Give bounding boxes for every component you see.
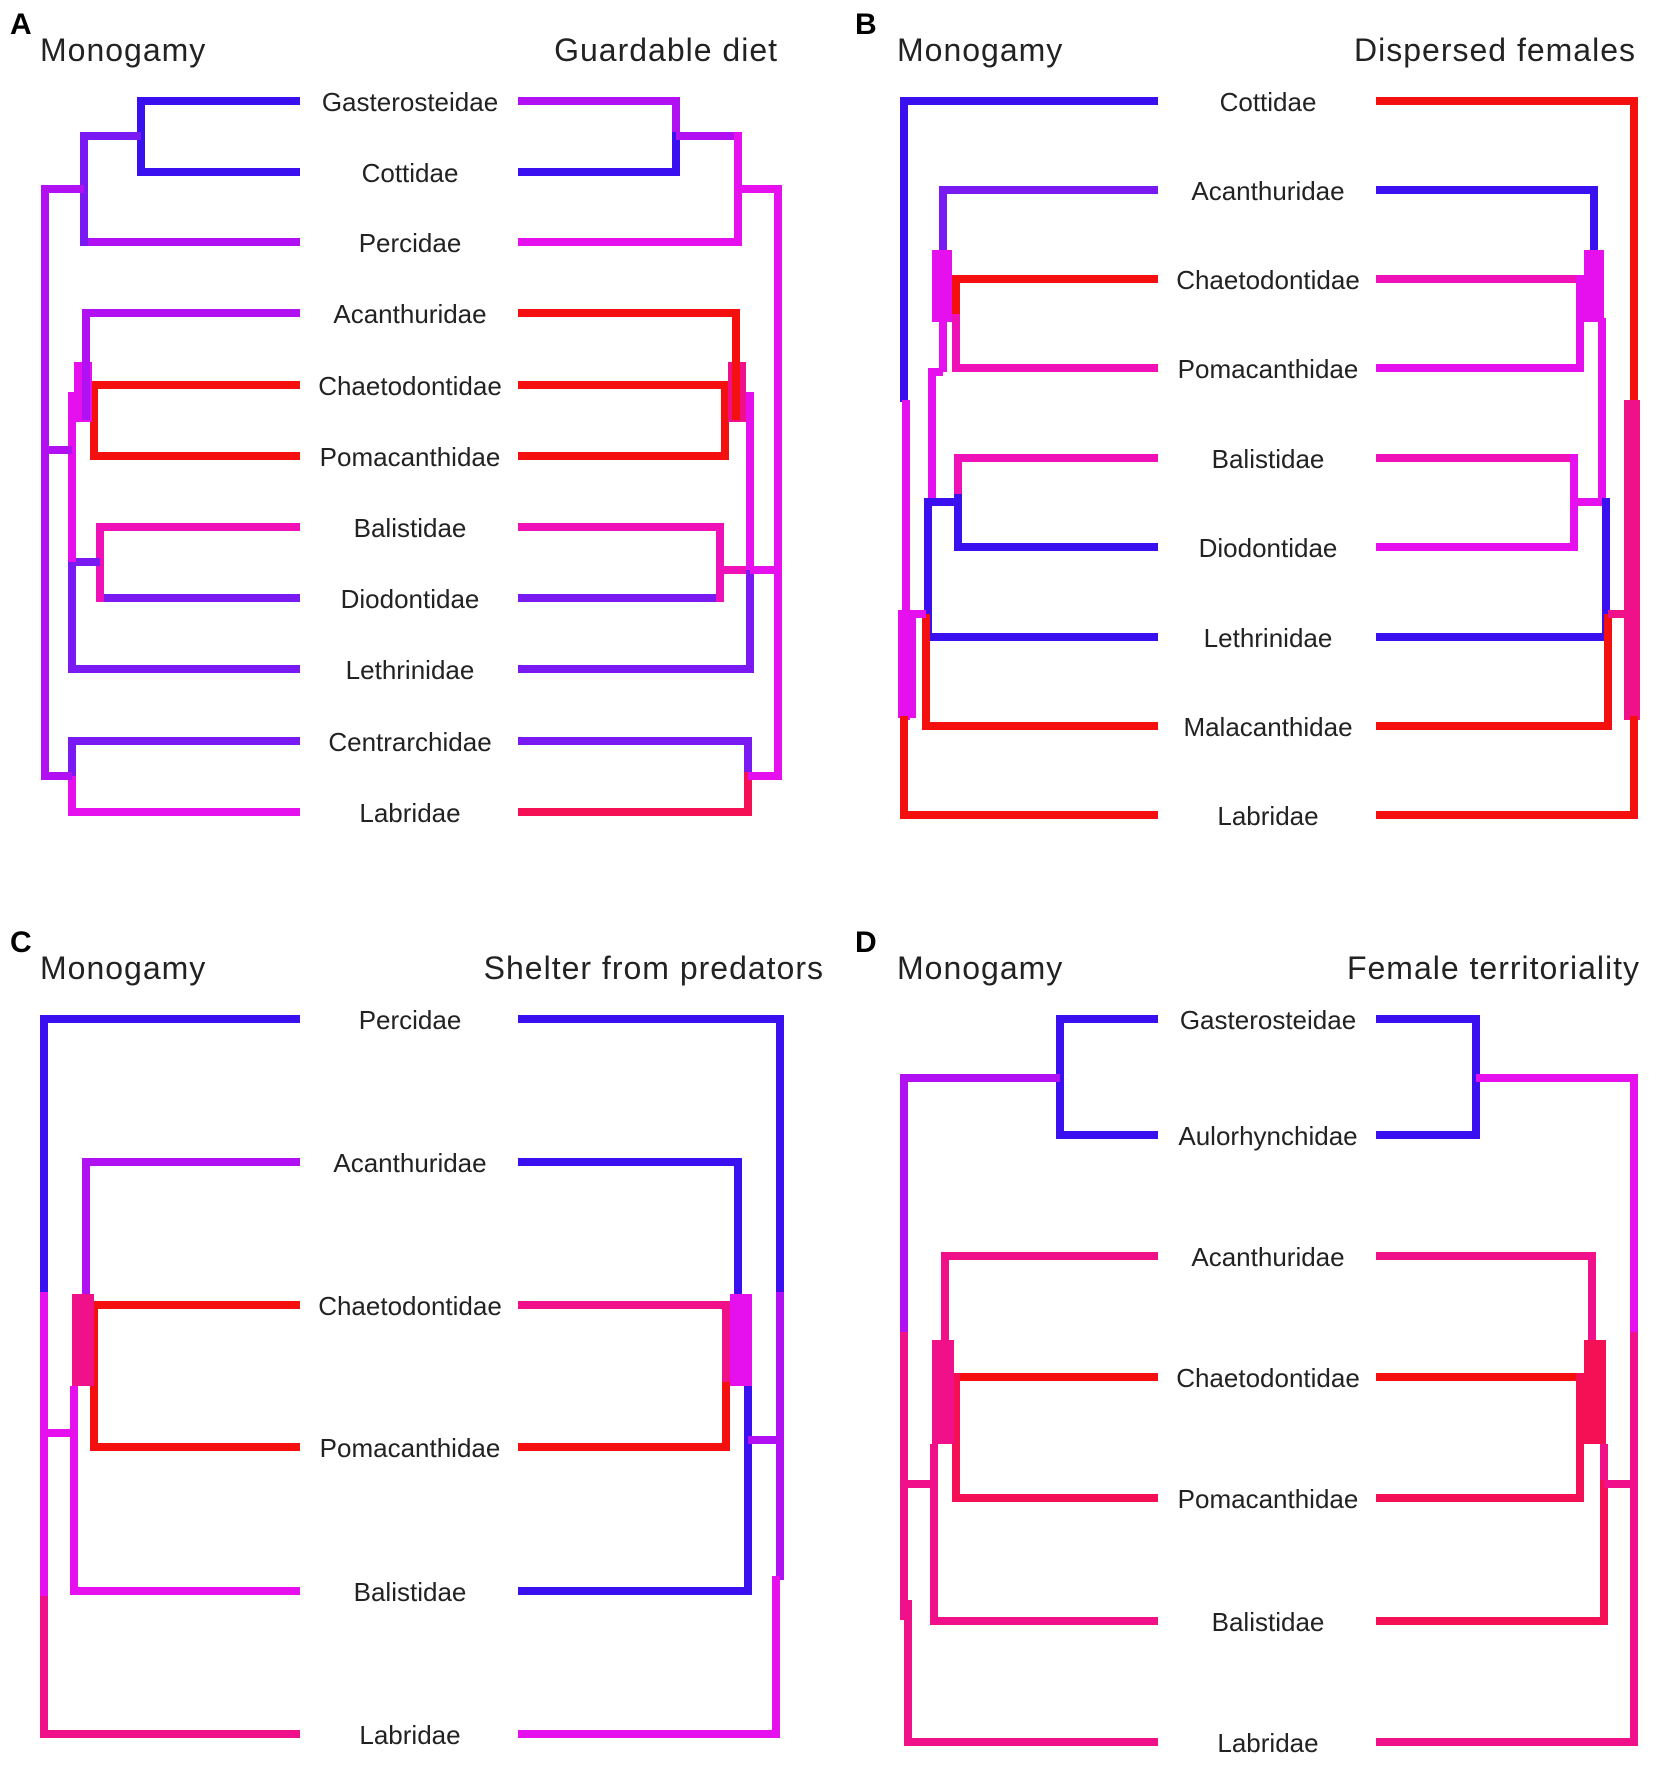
panel-c-right-tree	[518, 1015, 784, 1738]
panel-b-left-tree	[898, 97, 1158, 819]
taxon-label: Balistidae	[354, 1577, 467, 1607]
node	[730, 1294, 752, 1386]
panel-d-left-title: Monogamy	[897, 950, 1063, 986]
taxon-label: Malacanthidae	[1183, 712, 1352, 742]
taxon-label: Pomacanthidae	[1178, 1484, 1359, 1514]
taxon-label: Pomacanthidae	[1178, 354, 1359, 384]
taxon-label: Diodontidae	[341, 584, 480, 614]
panel-a-right-title: Guardable diet	[554, 32, 778, 68]
taxon-label: Chaetodontidae	[1176, 265, 1360, 295]
panel-a-taxa: Gasterosteidae Cottidae Percidae Acanthu…	[318, 87, 502, 828]
taxon-label: Gasterosteidae	[322, 87, 498, 117]
node	[72, 1294, 94, 1386]
node	[1624, 400, 1640, 720]
panel-d-right-tree	[1376, 1015, 1638, 1746]
taxon-label: Chaetodontidae	[318, 1291, 502, 1321]
node	[932, 1340, 954, 1444]
taxon-label: Labridae	[1217, 801, 1318, 831]
node	[1584, 250, 1604, 322]
panel-c-left-title: Monogamy	[40, 950, 206, 986]
panel-d-right-title: Female territoriality	[1347, 950, 1640, 986]
taxon-label: Labridae	[1217, 1728, 1318, 1758]
taxon-label: Balistidae	[1212, 444, 1325, 474]
taxon-label: Centrarchidae	[328, 727, 491, 757]
panel-b-letter: B	[855, 8, 877, 41]
taxon-label: Cottidae	[1220, 87, 1317, 117]
taxon-label: Acanthuridae	[1191, 1242, 1344, 1272]
taxon-label: Percidae	[359, 228, 462, 258]
taxon-label: Cottidae	[362, 158, 459, 188]
node	[932, 250, 952, 322]
panel-a: A Monogamy Guardable diet	[10, 8, 782, 828]
taxon-label: Labridae	[359, 1720, 460, 1750]
taxon-label: Balistidae	[1212, 1607, 1325, 1637]
panel-a-letter: A	[10, 8, 32, 41]
panel-b-right-title: Dispersed females	[1354, 32, 1636, 68]
taxon-label: Lethrinidae	[1204, 623, 1333, 653]
node	[1584, 1340, 1606, 1444]
taxon-label: Chaetodontidae	[318, 371, 502, 401]
panel-b: B Monogamy Dispersed females	[855, 8, 1640, 831]
panel-b-taxa: Cottidae Acanthuridae Chaetodontidae Pom…	[1176, 87, 1360, 831]
panel-d: D Monogamy Female territoriality	[855, 926, 1640, 1758]
taxon-label: Acanthuridae	[333, 299, 486, 329]
taxon-label: Balistidae	[354, 513, 467, 543]
taxon-label: Aulorhynchidae	[1178, 1121, 1357, 1151]
panel-b-left-title: Monogamy	[897, 32, 1063, 68]
taxon-label: Labridae	[359, 798, 460, 828]
taxon-label: Pomacanthidae	[320, 1433, 501, 1463]
panel-a-left-title: Monogamy	[40, 32, 206, 68]
panel-d-letter: D	[855, 926, 877, 959]
taxon-label: Gasterosteidae	[1180, 1005, 1356, 1035]
taxon-label: Percidae	[359, 1005, 462, 1035]
panel-c: C Monogamy Shelter from predators	[10, 926, 824, 1750]
panel-c-letter: C	[10, 926, 32, 959]
taxon-label: Diodontidae	[1199, 533, 1338, 563]
panel-b-right-tree	[1376, 97, 1640, 819]
taxon-label: Acanthuridae	[333, 1148, 486, 1178]
panel-a-left-tree	[41, 97, 300, 816]
panel-d-left-tree	[900, 1015, 1158, 1746]
taxon-label: Lethrinidae	[346, 655, 475, 685]
taxon-label: Pomacanthidae	[320, 442, 501, 472]
panel-d-taxa: Gasterosteidae Aulorhynchidae Acanthurid…	[1176, 1005, 1360, 1758]
panel-a-right-tree	[518, 97, 782, 816]
taxon-label: Acanthuridae	[1191, 176, 1344, 206]
taxon-label: Chaetodontidae	[1176, 1363, 1360, 1393]
panel-c-left-tree	[40, 1015, 300, 1738]
panel-c-taxa: Percidae Acanthuridae Chaetodontidae Pom…	[318, 1005, 502, 1750]
panel-c-right-title: Shelter from predators	[484, 950, 824, 986]
